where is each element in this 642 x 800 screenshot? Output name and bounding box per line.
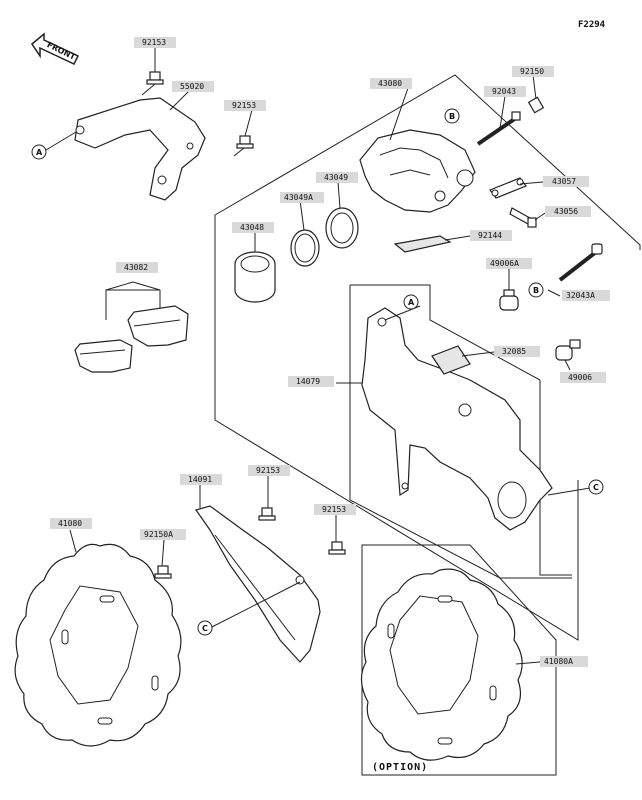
svg-text:49006: 49006 [568,373,592,382]
bleeder-plate-43057 [489,177,527,199]
pad-clip-32085 [431,345,471,375]
disc-guard [195,505,321,663]
front-arrow-icon: FRONT [31,32,80,65]
part-label: 43049A [280,192,324,203]
part-label: 43048 [232,222,274,233]
bolt-92153-top [141,71,164,96]
callout-b: B [444,108,460,124]
figure-id: F2294 [578,20,606,30]
callout-a: A [31,144,47,160]
caliper-mount-plate [74,97,206,201]
svg-text:43080: 43080 [378,79,402,88]
caliper-assembly-outline [214,74,641,641]
part-label: 92153 [134,37,176,48]
svg-text:43048: 43048 [240,223,264,232]
option-label: (OPTION) [372,762,428,773]
svg-text:14091: 14091 [188,475,212,484]
svg-text:C: C [593,483,599,492]
part-label: 43049 [316,172,358,183]
part-label: 55020 [172,81,214,92]
svg-text:A: A [36,148,43,157]
part-label: 43080 [370,78,412,89]
option-brake-disc [360,568,523,761]
svg-text:92153: 92153 [256,466,280,475]
bolt-92153-mid [233,135,254,157]
brake-disc [14,543,182,747]
callout-c: C [197,620,213,636]
svg-text:92153: 92153 [232,101,256,110]
svg-text:43057: 43057 [552,177,576,186]
spring-92144 [393,235,452,253]
svg-text:43049: 43049 [324,173,348,182]
svg-text:43082: 43082 [124,263,148,272]
cap-92150 [527,96,545,114]
bracket-subassembly-outline [349,284,572,579]
bolt-92150a [154,565,172,579]
svg-text:43056: 43056 [554,207,578,216]
part-label: 92043 [484,86,526,97]
svg-text:49006A: 49006A [490,259,519,268]
part-label: 43057 [543,176,589,187]
boot-49006a [499,289,519,311]
svg-text:92153: 92153 [142,38,166,47]
brake-pad-front [74,339,133,373]
option-box-outline [361,544,557,776]
part-label: 32085 [494,346,540,357]
svg-text:41080A: 41080A [544,657,573,666]
part-label: 41080A [540,656,588,667]
svg-text:43049A: 43049A [284,193,313,202]
bleeder-valve-43056 [509,207,537,228]
part-label: 49006A [486,258,532,269]
svg-text:92153: 92153 [322,505,346,514]
callout-c: C [588,479,604,495]
part-label: 92153 [224,100,266,111]
piston-43048 [234,251,276,303]
part-label: 14091 [180,474,222,485]
svg-text:32085: 32085 [502,347,526,356]
svg-text:41080: 41080 [58,519,82,528]
slide-pin-92043 [476,111,521,146]
part-label: 43056 [545,206,591,217]
part-label: 92153 [314,504,356,515]
bolt-92153-guard-top [258,507,276,521]
svg-text:C: C [202,624,208,633]
svg-text:92043: 92043 [492,87,516,96]
part-label: 92150A [140,529,186,540]
svg-text:92144: 92144 [478,231,502,240]
svg-text:A: A [408,298,415,307]
brake-pad-rear [127,305,189,347]
part-label: 92153 [248,465,290,476]
svg-text:B: B [533,286,539,295]
svg-text:32043A: 32043A [566,291,595,300]
svg-text:14079: 14079 [296,377,320,386]
leader-lines [45,46,591,665]
svg-text:55020: 55020 [180,82,204,91]
callout-a: A [403,294,419,310]
part-label: 92144 [470,230,512,241]
callout-b: B [528,282,544,298]
part-label: 14079 [288,376,334,387]
boot-49006 [555,339,581,361]
svg-text:92150A: 92150A [144,530,173,539]
svg-text:92150: 92150 [520,67,544,76]
pad-bracket-lines [105,281,161,320]
caliper-body [359,129,476,213]
bolt-92153-guard-side [328,541,346,555]
caliper-bracket [361,307,553,531]
part-label: 41080 [50,518,92,529]
part-label: 92150 [512,66,554,77]
part-label: 32043A [562,290,610,301]
pin-32043a [558,243,603,282]
svg-text:B: B [449,112,455,121]
part-label: 43082 [116,262,158,273]
part-label: 49006 [560,372,606,383]
